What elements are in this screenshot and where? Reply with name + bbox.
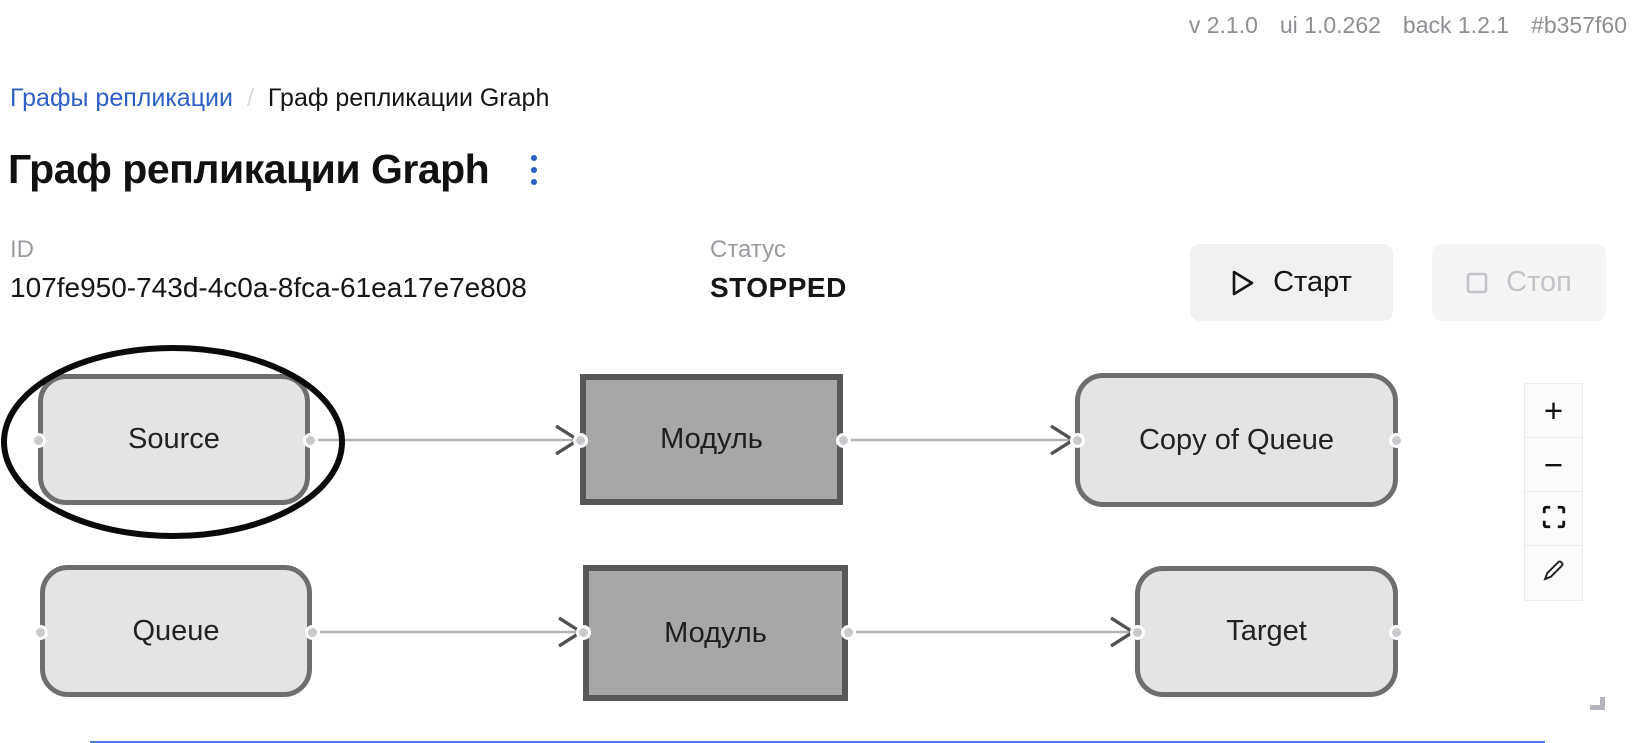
status-field: Статус STOPPED (710, 236, 847, 304)
node-label: Модуль (660, 423, 763, 455)
fit-view-button[interactable] (1525, 492, 1582, 546)
canvas-corner-marker (1590, 697, 1605, 710)
connection-handle[interactable] (31, 433, 46, 448)
breadcrumb: Графы репликации / Граф репликации Graph (10, 84, 549, 113)
connection-handle[interactable] (305, 625, 320, 640)
start-button-label: Старт (1273, 266, 1352, 298)
breadcrumb-separator: / (246, 84, 254, 112)
node-label: Модуль (664, 616, 767, 649)
zoom-out-button[interactable]: − (1525, 438, 1582, 492)
zoom-controls: + − (1525, 384, 1582, 600)
kebab-menu-icon[interactable] (525, 149, 543, 191)
breadcrumb-current: Граф репликации Graph (267, 84, 550, 112)
node-label: Target (1226, 615, 1307, 647)
connection-handle[interactable] (836, 433, 851, 448)
graph-canvas[interactable]: Source Модуль Copy of Queue Queue Модуль… (0, 330, 1637, 743)
connection-handle[interactable] (576, 625, 591, 640)
id-field: ID 107fe950-743d-4c0a-8fca-61ea17e7e808 (10, 236, 527, 304)
page-title: Граф репликации Graph (8, 146, 490, 192)
node-module-top[interactable]: Модуль (580, 374, 843, 505)
zoom-in-button[interactable]: + (1525, 384, 1582, 438)
node-target[interactable]: Target (1135, 566, 1398, 697)
below-fold-element-edge (90, 741, 1545, 743)
node-source[interactable]: Source (38, 374, 310, 505)
connection-handle[interactable] (1389, 433, 1404, 448)
connection-handle[interactable] (1070, 433, 1085, 448)
node-module-bottom[interactable]: Модуль (583, 565, 848, 701)
connection-handle[interactable] (303, 433, 318, 448)
connection-handle[interactable] (33, 625, 48, 640)
edit-button[interactable] (1525, 546, 1582, 600)
node-label: Source (128, 423, 220, 455)
play-icon (1231, 269, 1255, 297)
ui-version: ui 1.0.262 (1279, 12, 1381, 38)
connection-handle[interactable] (1389, 625, 1404, 640)
status-value: STOPPED (710, 272, 847, 303)
id-value: 107fe950-743d-4c0a-8fca-61ea17e7e808 (10, 272, 527, 303)
stop-button-label: Стоп (1506, 266, 1572, 298)
pencil-icon (1540, 554, 1567, 592)
node-label: Queue (132, 614, 220, 647)
status-label: Статус (710, 236, 786, 263)
connection-handle[interactable] (841, 625, 856, 640)
node-copy-of-queue[interactable]: Copy of Queue (1075, 373, 1398, 507)
id-label: ID (10, 236, 34, 263)
start-button[interactable]: Старт (1190, 244, 1393, 321)
title-row: Граф репликации Graph (8, 146, 543, 193)
backend-version: back 1.2.1 (1402, 12, 1510, 38)
build-hash: #b357f60 (1531, 12, 1627, 38)
stop-button[interactable]: Стоп (1432, 244, 1606, 321)
breadcrumb-link-graphs[interactable]: Графы репликации (10, 84, 233, 112)
stop-icon (1466, 272, 1488, 294)
node-queue[interactable]: Queue (40, 565, 312, 697)
fit-view-icon (1541, 500, 1567, 538)
connection-handle[interactable] (1130, 625, 1145, 640)
version-info: v 2.1.0 ui 1.0.262 back 1.2.1 #b357f60 (1189, 12, 1627, 39)
app-version: v 2.1.0 (1188, 12, 1258, 38)
node-label: Copy of Queue (1138, 423, 1335, 456)
connection-handle[interactable] (573, 433, 588, 448)
